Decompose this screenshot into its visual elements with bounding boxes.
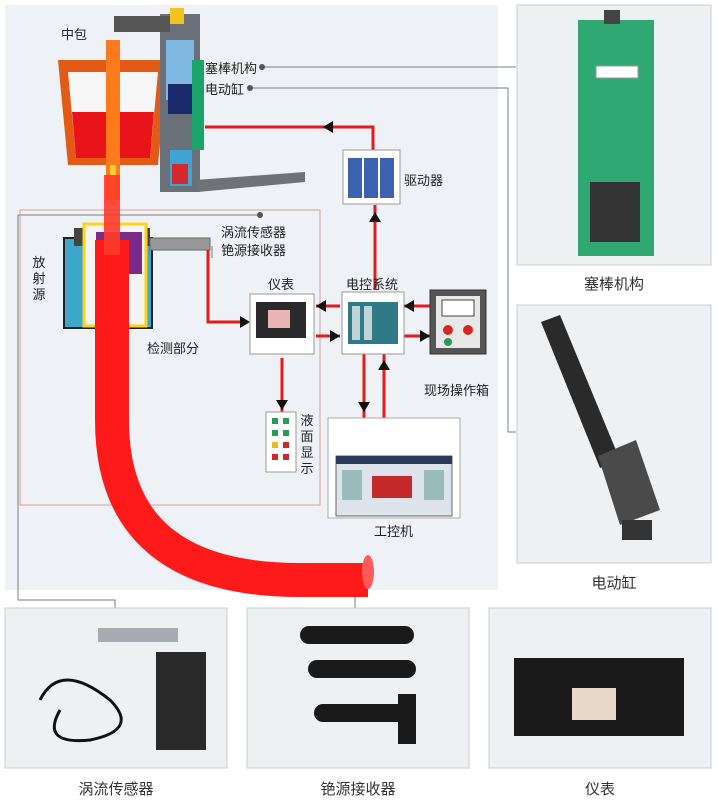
plc-device — [341, 291, 405, 355]
label-diandong-gang: 电动缸 — [205, 83, 245, 98]
label-fangsheyuan: 放射源 — [32, 256, 46, 303]
label-woliu-chuanganqi: 涡流传感器 — [221, 226, 287, 241]
label-jiance-bufen: 检测部分 — [147, 342, 200, 357]
photo-cs-receiver — [246, 607, 470, 769]
instrument-device — [249, 293, 315, 355]
leader-dot — [257, 212, 263, 218]
ipc-screen — [327, 417, 461, 519]
level-display — [265, 411, 297, 473]
photo-eddy-sensor — [4, 607, 228, 769]
label-diankong-xitong: 电控系统 — [346, 278, 399, 293]
detection-unit — [63, 222, 211, 329]
photo-electric-cylinder — [516, 304, 712, 564]
caption-saibang-jigou: 塞棒机构 — [583, 275, 644, 293]
caption-diandong-gang: 电动缸 — [591, 574, 637, 592]
leader-dot — [259, 64, 265, 70]
caption-woliu-chuanganqi: 涡流传感器 — [78, 780, 154, 798]
label-qudongqi: 驱动器 — [404, 174, 444, 189]
label-gongkongji: 工控机 — [374, 525, 414, 540]
caption-yibiao: 仪表 — [584, 780, 615, 798]
photo-instrument — [488, 607, 712, 769]
leader-dot — [247, 85, 253, 91]
label-saibang-jigou: 塞棒机构 — [205, 62, 258, 77]
label-xianchang-caozuoxiang: 现场操作箱 — [424, 384, 490, 399]
leader-lines — [17, 66, 516, 608]
arrows — [240, 121, 430, 412]
label-yemian-xianshi: 液面显示 — [300, 414, 314, 477]
steel-strand — [95, 240, 368, 597]
operation-box — [429, 289, 487, 355]
photo-stopper-mechanism — [516, 4, 712, 266]
driver-device — [342, 149, 401, 205]
caption-jueyuan-jieshouqi: 铯源接收器 — [320, 780, 396, 798]
stopper-mechanism — [114, 8, 305, 192]
tundish — [58, 40, 168, 205]
label-yibiao: 仪表 — [268, 278, 295, 293]
label-zhongbao: 中包 — [61, 28, 88, 43]
label-jueyuan-jieshouqi: 铯源接收器 — [221, 244, 287, 259]
